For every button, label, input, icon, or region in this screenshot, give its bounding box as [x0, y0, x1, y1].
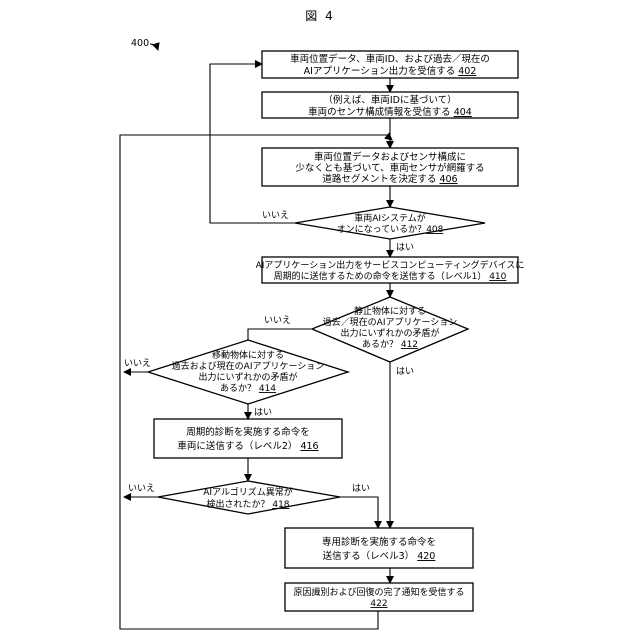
- edge-418-yes-420: [340, 497, 378, 528]
- process-420-line-2: 送信する（レベル3） 420: [323, 550, 436, 562]
- edge-label-412-no: いいえ: [264, 315, 291, 326]
- process-416: 周期的診断を実施する命令を 車両に送信する（レベル2） 416: [154, 419, 342, 458]
- decision-412-line-4: あるか？ 412: [362, 339, 418, 350]
- edge-label-414-no: いいえ: [124, 358, 151, 369]
- decision-414-line-4: あるか？ 414: [220, 383, 276, 394]
- process-422: 原因識別および回復の完了通知を受信する 422: [285, 583, 473, 611]
- process-420: 専用診断を実施する命令を 送信する（レベル3） 420: [285, 528, 473, 568]
- decision-414-line-3: 出力にいずれかの矛盾が: [198, 371, 297, 383]
- process-402-line-2: AIアプリケーション出力を受信する 402: [304, 65, 477, 77]
- process-402-line-1: 車両位置データ、車両ID、および過去／現在の: [290, 53, 490, 65]
- decision-408-ref: 408: [426, 225, 443, 235]
- process-410-line-2: 周期的に送信するための命令を送信する（レベル1） 410: [274, 270, 507, 282]
- process-416-line-2: 車両に送信する（レベル2） 416: [177, 440, 318, 452]
- decision-412: 静止物体に対する 過去／現在のAIアプリケーション 出力にいずれかの矛盾が ある…: [312, 297, 468, 362]
- edge-408-no-loop: [210, 64, 295, 223]
- process-406-line-3: 道路セグメントを決定する 406: [322, 173, 457, 185]
- process-406-line-1: 車両位置データおよびセンサ構成に: [314, 151, 466, 163]
- decision-408-line-1: 車両AIシステムが: [354, 212, 426, 224]
- edge-label-418-no: いいえ: [128, 483, 155, 494]
- process-420-line-1: 専用診断を実施する命令を: [322, 536, 436, 548]
- process-404-line-1: （例えば、車両IDに基づいて）: [323, 94, 456, 106]
- process-410-line-1: AIアプリケーション出力をサービスコンピューティングデバイスに: [256, 259, 525, 271]
- decision-412-line-2: 過去／現在のAIアプリケーション: [323, 316, 458, 328]
- process-406: 車両位置データおよびセンサ構成に 少なくとも基づいて、車両センサが網羅する 道路…: [262, 148, 518, 186]
- process-402-ref: 402: [458, 66, 476, 77]
- process-410: AIアプリケーション出力をサービスコンピューティングデバイスに 周期的に送信する…: [256, 257, 525, 283]
- decision-408-line-2: オンになっているか？408: [337, 224, 444, 235]
- process-404-ref: 404: [454, 107, 472, 118]
- decision-414-line-1: 移動物体に対する: [212, 349, 284, 361]
- decision-414: 移動物体に対する 過去および現在のAIアプリケーション 出力にいずれかの矛盾が …: [148, 340, 348, 404]
- decision-414-line-2: 過去および現在のAIアプリケーション: [172, 360, 325, 372]
- process-420-ref: 420: [417, 551, 435, 562]
- process-404: （例えば、車両IDに基づいて） 車両のセンサ構成情報を受信する 404: [262, 92, 518, 118]
- decision-414-ref: 414: [259, 384, 276, 394]
- edge-label-418-yes: はい: [352, 483, 370, 494]
- edge-return-arrowhead: [386, 135, 392, 140]
- process-416-line-1: 周期的診断を実施する命令を: [186, 426, 310, 438]
- process-410-ref: 410: [489, 272, 506, 282]
- edge-label-408-yes: はい: [396, 242, 414, 253]
- process-422-line-1: 原因識別および回復の完了通知を受信する: [293, 586, 464, 598]
- decision-418-line-1: AIアルゴリズム異常が: [203, 486, 293, 498]
- decision-408: 車両AIシステムが オンになっているか？408: [295, 207, 485, 239]
- decision-418: AIアルゴリズム異常が 検出されたか？ 418: [158, 481, 340, 514]
- decision-412-line-3: 出力にいずれかの矛盾が: [340, 327, 439, 339]
- process-406-line-2: 少なくとも基づいて、車両センサが網羅する: [295, 162, 484, 174]
- edge-label-408-no: いいえ: [262, 210, 289, 221]
- figure-number: 400: [131, 38, 149, 49]
- decision-412-ref: 412: [401, 340, 418, 350]
- edge-label-412-yes: はい: [396, 366, 414, 377]
- figure-title: 図 4: [305, 9, 334, 23]
- decision-418-ref: 418: [272, 500, 289, 510]
- process-404-line-2: 車両のセンサ構成情報を受信する 404: [308, 106, 472, 118]
- process-422-ref: 422: [370, 599, 387, 609]
- process-416-ref: 416: [300, 441, 318, 452]
- decision-418-line-2: 検出されたか？ 418: [206, 498, 289, 510]
- edge-label-414-yes: はい: [254, 407, 272, 418]
- decision-412-line-1: 静止物体に対する: [354, 305, 426, 317]
- figure-number-pointer: [150, 44, 158, 50]
- process-402: 車両位置データ、車両ID、および過去／現在の AIアプリケーション出力を受信する…: [262, 51, 518, 78]
- process-406-ref: 406: [439, 174, 457, 185]
